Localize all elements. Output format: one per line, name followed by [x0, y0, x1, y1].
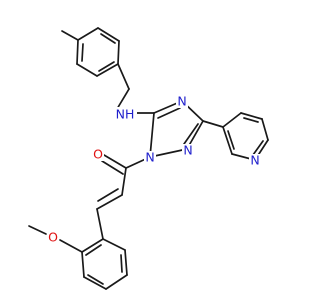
triazole-n4-label: N — [177, 94, 186, 109]
bond-tolyl-inner — [100, 33, 116, 44]
bond-triazole — [149, 148, 188, 158]
bond-pyridine — [240, 112, 263, 120]
nh-label: NH — [116, 107, 135, 122]
bond-pyridine — [222, 126, 233, 155]
triazole-n2-label: N — [183, 143, 192, 158]
bond-phenyl — [124, 249, 128, 276]
bond-pyridine-inner — [252, 140, 264, 156]
bond-phenyl-inner — [85, 244, 102, 256]
bond-tolyl-inner — [98, 61, 115, 72]
molecule-structure: NH N N N N O O — [28, 27, 269, 290]
bond-alkene — [96, 208, 104, 240]
bond-tolyl-inner — [81, 43, 84, 62]
bond-ch2-nh — [116, 88, 130, 110]
bond-triazole-pyridine — [202, 120, 224, 128]
bond-triazole — [149, 112, 155, 158]
bond-aryl-o — [59, 239, 83, 253]
carbonyl-o-label: O — [93, 147, 103, 162]
bond-methyl — [61, 30, 79, 41]
bond-alkene — [121, 167, 127, 196]
bond-alkene — [97, 188, 119, 202]
bond-phenyl-inner — [120, 254, 123, 273]
bond-pyridine — [261, 118, 269, 141]
bond-tolyl — [117, 40, 120, 65]
bond-phenyl — [81, 251, 85, 278]
bond-tolyl — [76, 63, 98, 77]
bond-tolyl — [76, 39, 79, 65]
bond-phenyl — [81, 238, 104, 253]
methoxy-o-label: O — [48, 230, 58, 245]
bond-triazole — [183, 123, 199, 145]
bond-tolyl — [77, 27, 99, 41]
pyridine-n-label: N — [250, 153, 259, 168]
bond-pyridine-inner — [243, 117, 259, 123]
bond-phenyl — [102, 238, 126, 251]
bond-tolyl — [97, 27, 120, 42]
bond-triazole — [157, 107, 181, 119]
triazole-n1-label: N — [145, 150, 154, 165]
bond-phenyl — [83, 276, 107, 290]
bond-alkene — [96, 194, 123, 210]
bond-phenyl-inner — [87, 274, 104, 285]
bond-benzyl — [117, 63, 130, 90]
bond-pyridine-inner — [227, 130, 235, 150]
bond-o-methyl — [28, 225, 47, 235]
bond-carbonyl — [103, 154, 127, 169]
atom-labels: NH N N N N O O — [47, 94, 261, 245]
bond-pyridine — [222, 112, 242, 128]
bond-phenyl — [105, 274, 128, 290]
bond-carbonyl — [101, 160, 124, 175]
bond-tolyl — [96, 63, 119, 77]
